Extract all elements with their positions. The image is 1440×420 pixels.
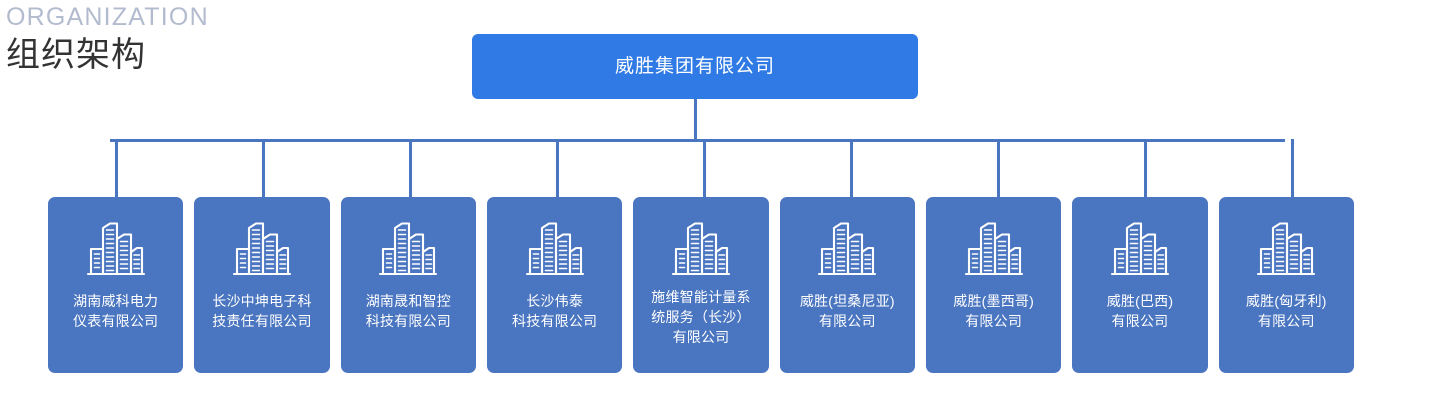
- org-children-row: 湖南威科电力 仪表有限公司 长沙中坤电子科 技责任有限公司: [48, 197, 1354, 373]
- org-child-node[interactable]: 长沙伟泰 科技有限公司: [486, 197, 623, 373]
- org-child-label: 长沙中坤电子科 技责任有限公司: [212, 293, 312, 329]
- org-child-node[interactable]: 威胜(巴西) 有限公司: [1072, 197, 1208, 373]
- org-child-label: 威胜(墨西哥) 有限公司: [953, 293, 1034, 329]
- org-child-label: 长沙伟泰 科技有限公司: [512, 293, 598, 329]
- building-icon: [818, 222, 877, 276]
- org-child-label: 威胜(匈牙利) 有限公司: [1245, 293, 1327, 329]
- connector-root-stem: [694, 99, 697, 141]
- org-child-node[interactable]: 湖南威科电力 仪表有限公司: [48, 197, 184, 373]
- building-icon: [379, 222, 438, 276]
- org-root-node[interactable]: 威胜集团有限公司: [472, 34, 918, 99]
- connector-drop: [555, 139, 559, 198]
- connector-drop: [702, 139, 706, 198]
- building-icon: [671, 222, 731, 276]
- connector-drop: [1290, 139, 1294, 198]
- connector-horizontal-bus: [110, 139, 1285, 142]
- org-child-label: 湖南威科电力 仪表有限公司: [73, 293, 159, 329]
- org-child-node[interactable]: 威胜(坦桑尼亚) 有限公司: [779, 197, 915, 373]
- page-header: ORGANIZATION 组织架构: [6, 2, 426, 77]
- org-child-label: 施维智能计量系 统服务（长沙） 有限公司: [651, 289, 751, 345]
- building-icon: [525, 222, 584, 276]
- building-icon: [1257, 222, 1316, 276]
- org-child-node[interactable]: 威胜(墨西哥) 有限公司: [925, 197, 1062, 373]
- page-title: 组织架构: [6, 36, 146, 74]
- connector-drop: [996, 139, 1000, 198]
- org-root-label: 威胜集团有限公司: [614, 55, 775, 77]
- building-icon: [86, 222, 145, 276]
- page-eyebrow: ORGANIZATION: [6, 3, 209, 31]
- connector-drop: [114, 139, 118, 198]
- connector-drop: [261, 139, 265, 198]
- connector-drop: [408, 139, 412, 198]
- org-child-node[interactable]: 施维智能计量系 统服务（长沙） 有限公司: [633, 197, 769, 373]
- building-icon: [232, 222, 292, 276]
- org-child-label: 湖南晟和智控 科技有限公司: [365, 293, 451, 329]
- org-child-node[interactable]: 长沙中坤电子科 技责任有限公司: [194, 197, 330, 373]
- building-icon: [1110, 222, 1170, 276]
- connector-drop: [1143, 139, 1147, 198]
- building-icon: [964, 222, 1023, 276]
- org-child-label: 威胜(坦桑尼亚) 有限公司: [799, 293, 895, 329]
- org-child-node[interactable]: 威胜(匈牙利) 有限公司: [1218, 197, 1354, 373]
- org-child-label: 威胜(巴西) 有限公司: [1106, 293, 1174, 329]
- org-child-node[interactable]: 湖南晟和智控 科技有限公司: [340, 197, 476, 373]
- connector-drop: [849, 139, 853, 198]
